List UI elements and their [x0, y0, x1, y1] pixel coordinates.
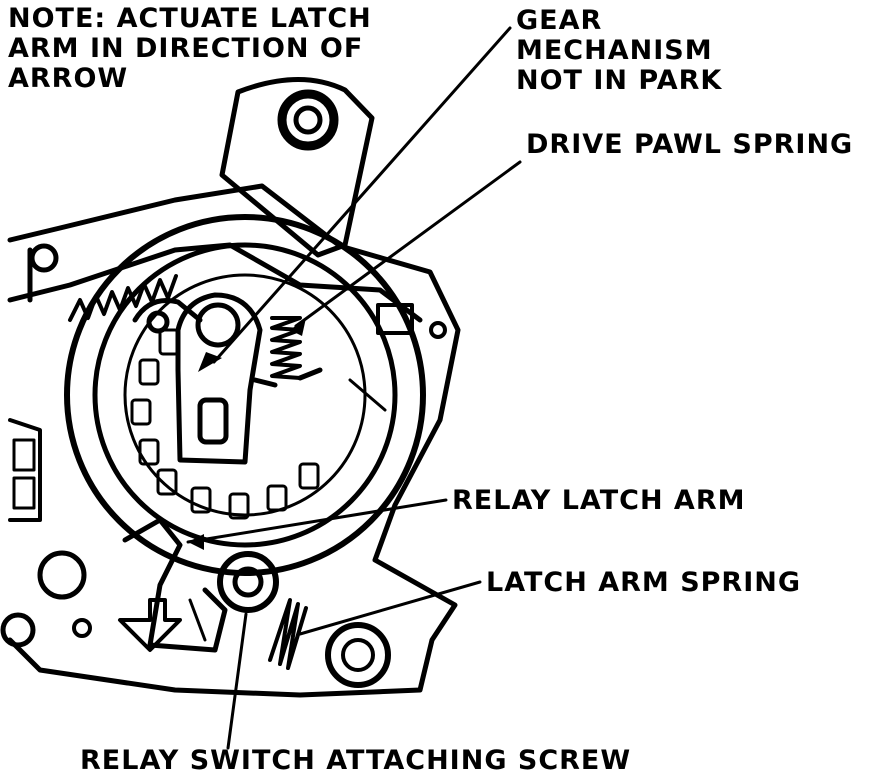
- leader-lines: [186, 26, 522, 750]
- bottom-right-mount-hole: [325, 622, 391, 688]
- drive-pawl-spring-label: DRIVE PAWL SPRING: [526, 129, 854, 160]
- relay-switch-screw-label: RELAY SWITCH ATTACHING SCREW: [80, 745, 632, 776]
- latch-arm-spring: [268, 598, 308, 670]
- note-arrow-head: [198, 352, 222, 372]
- top-mount-hole: [277, 89, 339, 151]
- gear-plate: [64, 214, 426, 576]
- housing-outline: [7, 183, 461, 698]
- note-label: NOTE: ACTUATE LATCH ARM IN DIRECTION OF …: [8, 3, 372, 94]
- pawl-pivot: [195, 302, 241, 348]
- top-mounting-ear: [219, 77, 375, 258]
- drive-pawl: [175, 292, 263, 465]
- latch-arm-spring-label: LATCH ARM SPRING: [486, 567, 802, 598]
- relay-switch-screw: [217, 551, 279, 613]
- relay-latch-arm: [122, 517, 228, 653]
- gear-mechanism-label: GEAR MECHANISM NOT IN PARK: [516, 5, 723, 96]
- drive-pawl-spring: [270, 316, 302, 380]
- relay-latch-arm-label: RELAY LATCH ARM: [452, 485, 746, 516]
- gear-slots: [130, 328, 320, 520]
